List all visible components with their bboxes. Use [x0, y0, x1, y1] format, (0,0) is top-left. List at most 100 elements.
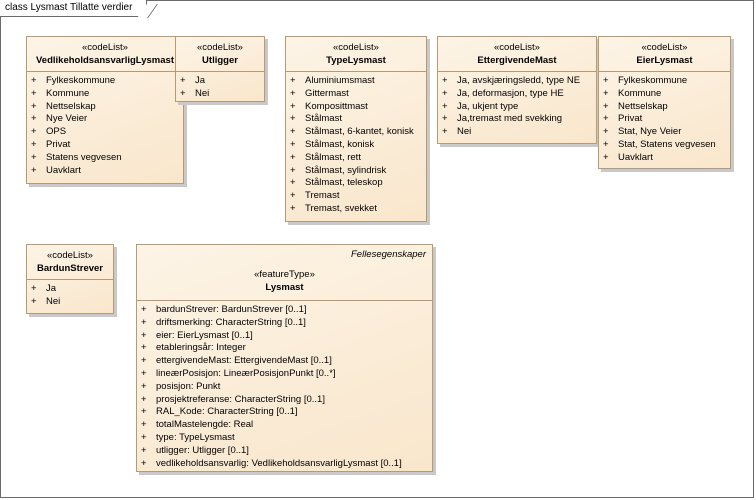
item-text: Stålmast, sylindrisk: [305, 164, 387, 176]
literal-list: +Fylkeskommune+Kommune+Nettselskap+Priva…: [599, 72, 730, 165]
list-item: + Privat: [27, 139, 183, 152]
item-text: Nettselskap: [618, 100, 668, 112]
public-visibility-marker: +: [603, 100, 609, 112]
class-name: Utligger: [202, 55, 238, 66]
list-item: +type: TypeLysmast: [137, 432, 432, 445]
public-visibility-marker: +: [290, 138, 296, 150]
public-visibility-marker: +: [141, 355, 147, 367]
literal-list: +Ja+ Nei: [176, 72, 264, 101]
list-item: + Nye Veier: [27, 113, 183, 126]
class-bardun-strever[interactable]: «codeList» BardunStrever +Ja+Nei: [26, 244, 114, 314]
item-text: Privat: [46, 138, 71, 150]
item-text: RAL_Kode: CharacterString [0..1]: [156, 406, 298, 418]
list-item: +Nettselskap: [27, 101, 183, 114]
public-visibility-marker: +: [31, 75, 37, 86]
stereotype-label: «codeList»: [641, 42, 688, 53]
item-text: type: TypeLysmast: [156, 431, 235, 443]
public-visibility-marker: +: [141, 419, 147, 431]
public-visibility-marker: +: [180, 87, 186, 99]
public-visibility-marker: +: [603, 75, 609, 86]
literal-list: +Aluminiumsmast+Gittermast+Komposittmast…: [286, 72, 426, 216]
list-item: +Fylkeskommune: [27, 75, 183, 88]
item-text: totalMastelengde: Real: [156, 419, 254, 431]
public-visibility-marker: +: [442, 75, 448, 86]
class-utligger[interactable]: «codeList» Utligger +Ja+Nei: [175, 36, 265, 102]
item-text: utligger: Utligger [0..1]: [156, 444, 249, 456]
list-item: +Ja, avskjæringsledd, type NE: [438, 75, 596, 88]
list-item: +Ja: [27, 283, 113, 296]
list-item: +eier: EierLysmast [0..1]: [137, 330, 432, 343]
list-item: +Ja,tremast med svekking: [438, 113, 596, 126]
item-text: bardunStrever: BardunStrever [0..1]: [156, 304, 307, 315]
item-text: Stålmast, konisk: [305, 138, 375, 150]
public-visibility-marker: +: [31, 113, 37, 125]
list-item: +Ja: [176, 75, 264, 88]
public-visibility-marker: +: [141, 367, 147, 379]
public-visibility-marker: +: [141, 393, 147, 405]
class-name: TypeLysmast: [326, 55, 386, 66]
public-visibility-marker: +: [290, 87, 296, 99]
list-item: +Uavklart: [599, 152, 730, 165]
list-item: + Stat, Statens vegvesen: [599, 139, 730, 152]
item-text: prosjektreferanse: CharacterString [0..1…: [156, 393, 325, 405]
class-name: VedlikeholdsansvarligLysmast: [36, 55, 174, 66]
item-text: Tremast, svekket: [305, 202, 377, 214]
public-visibility-marker: +: [603, 138, 609, 150]
list-item: +Statens vegvesen: [27, 152, 183, 165]
list-item: + utligger: Utligger [0..1]: [137, 445, 432, 458]
list-item: +Komposittmast: [286, 101, 426, 114]
public-visibility-marker: +: [141, 444, 147, 456]
item-text: Stat, Statens vegvesen: [618, 138, 716, 150]
list-item: +Ja, ukjent type: [438, 101, 596, 114]
public-visibility-marker: +: [31, 126, 37, 138]
stereotype-label: «codeList»: [82, 42, 128, 53]
class-name: EttergivendeMast: [477, 55, 557, 66]
list-item: +Aluminiumsmast: [286, 75, 426, 88]
literal-list: +Ja+Nei: [27, 280, 113, 309]
compartment-divider: [438, 71, 596, 72]
item-text: Stålmast: [305, 113, 342, 125]
list-item: +Stålmast, teleskop: [286, 177, 426, 190]
public-visibility-marker: +: [31, 138, 37, 150]
list-item: +Stålmast: [286, 113, 426, 126]
item-text: Nei: [195, 87, 210, 99]
list-item: +ettergivendeMast: EttergivendeMast [0..…: [137, 355, 432, 368]
item-text: Fylkeskommune: [618, 75, 688, 86]
literal-list: +Ja, avskjæringsledd, type NE+Ja, deform…: [438, 72, 596, 139]
item-text: Nettselskap: [46, 100, 96, 112]
class-ettergivende-mast[interactable]: «codeList» EttergivendeMast +Ja, avskjær…: [437, 36, 597, 144]
public-visibility-marker: +: [31, 87, 37, 99]
item-text: posisjon: Punkt: [156, 380, 221, 392]
class-name: Lysmast: [265, 282, 304, 293]
list-item: +Stålmast, sylindrisk: [286, 165, 426, 178]
public-visibility-marker: +: [442, 126, 448, 138]
list-item: + Fylkeskommune: [599, 75, 730, 88]
list-item: +Tremast: [286, 190, 426, 203]
compartment-divider: [27, 279, 113, 280]
class-name: EierLysmast: [636, 55, 693, 66]
public-visibility-marker: +: [603, 113, 609, 125]
list-item: +Nei: [27, 296, 113, 309]
public-visibility-marker: +: [290, 177, 296, 189]
class-eier-lysmast[interactable]: «codeList» EierLysmast +Fylkeskommune+Ko…: [598, 36, 731, 169]
list-item: +posisjon: Punkt: [137, 381, 432, 394]
class-typelysmast[interactable]: «codeList» TypeLysmast +Aluminiumsmast+G…: [285, 36, 427, 222]
compartment-divider: [137, 300, 432, 301]
list-item: + prosjektreferanse: CharacterString [0..…: [137, 394, 432, 407]
public-visibility-marker: +: [603, 126, 609, 138]
item-text: Ja: [195, 75, 206, 86]
class-vedlikeholdsansvarlig-lysmast[interactable]: «codeList» VedlikeholdsansvarligLysmast …: [26, 36, 184, 184]
list-item: + Nettselskap: [599, 101, 730, 114]
item-text: vedlikeholdsansvarlig: Vedlikeholdsansva…: [156, 457, 402, 469]
list-item: +RAL_Kode: CharacterString [0..1]: [137, 406, 432, 419]
list-item: +Kommune: [27, 88, 183, 101]
list-item: +Uavklart: [27, 165, 183, 178]
public-visibility-marker: +: [31, 295, 37, 307]
item-text: Stålmast, rett: [305, 151, 361, 163]
public-visibility-marker: +: [290, 190, 296, 202]
package-label: Fellesegenskaper: [351, 249, 426, 260]
public-visibility-marker: +: [442, 87, 448, 99]
class-lysmast[interactable]: Fellesegenskaper «featureType» Lysmast +…: [136, 244, 433, 472]
item-text: Nye Veier: [46, 113, 88, 125]
list-item: +driftsmerking: CharacterString [0..1]: [137, 317, 432, 330]
